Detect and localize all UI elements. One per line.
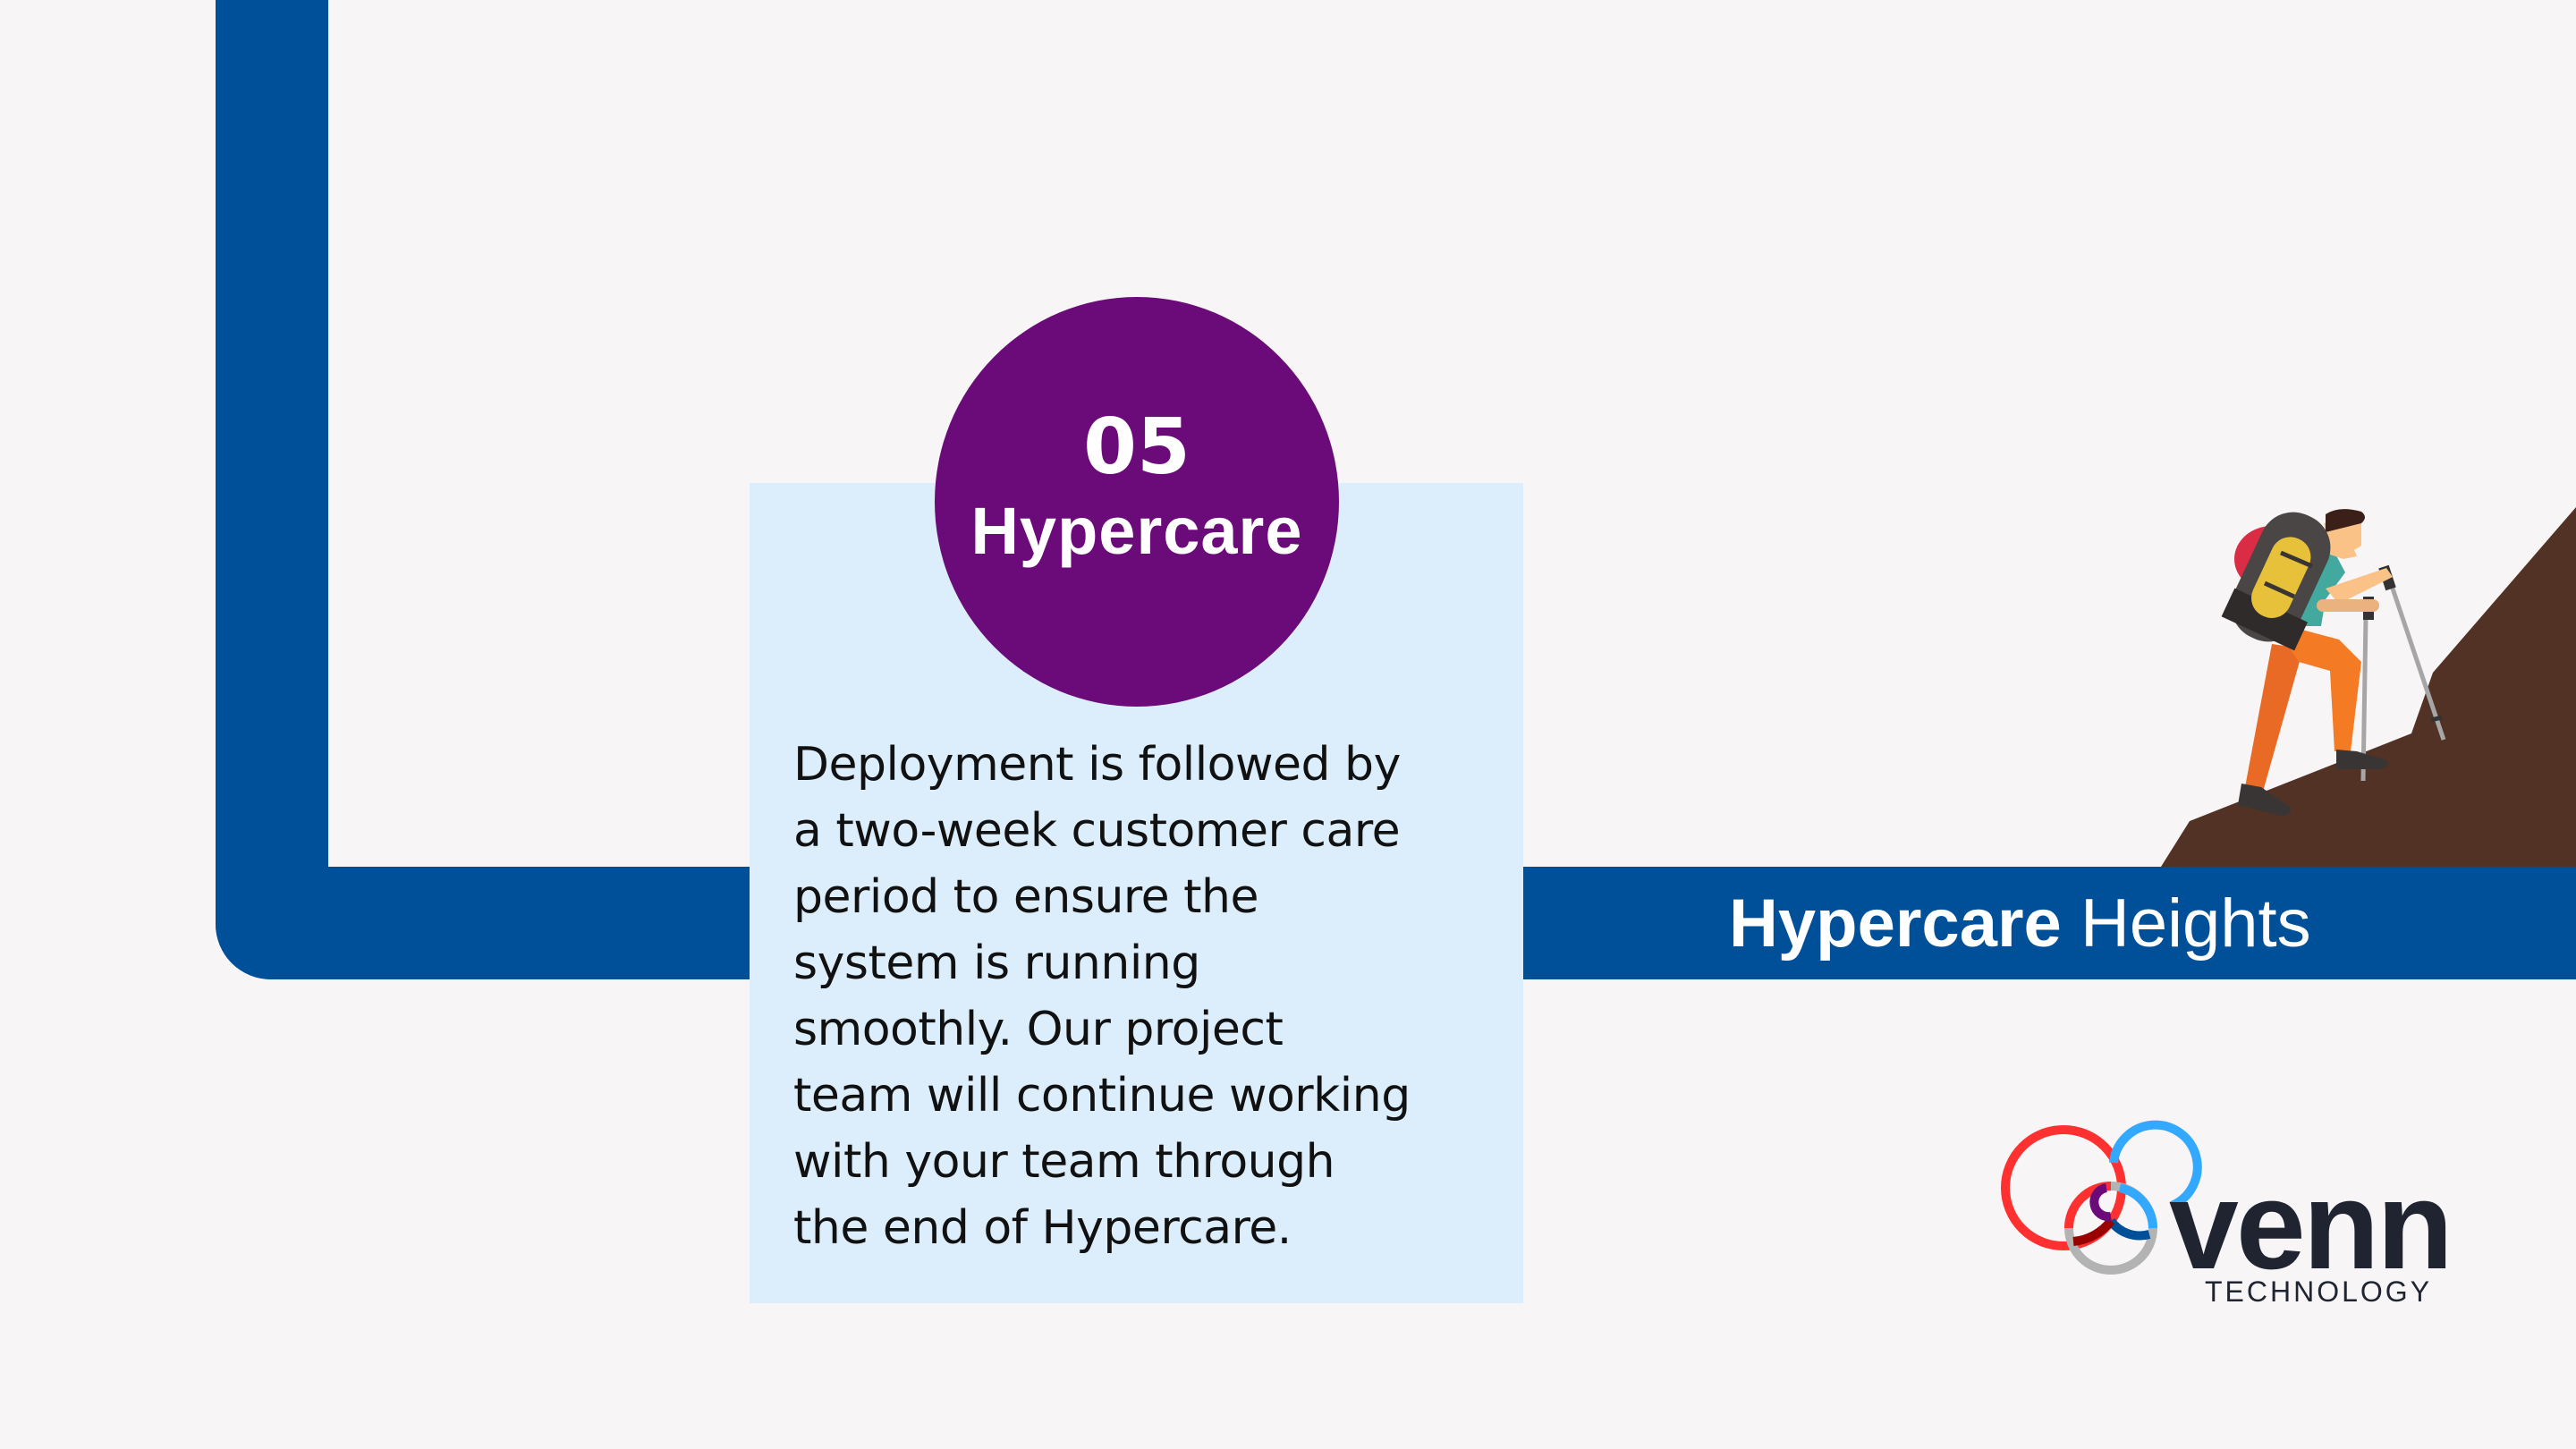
hiker-illustration-icon: [2221, 509, 2446, 816]
timeline-path-horizontal-right: [1521, 867, 2576, 979]
step-badge: 05 Hypercare: [935, 297, 1339, 707]
step-label: Hypercare: [970, 494, 1303, 568]
venn-circles-icon: [2001, 1120, 2202, 1275]
logo-wordmark: venn: [2169, 1155, 2453, 1295]
step-number: 05: [1083, 402, 1191, 492]
timeline-path-vertical: [216, 0, 328, 979]
timeline-path-horizontal-left: [216, 867, 752, 979]
description-text: Deployment is followed by a two-week cus…: [793, 738, 1411, 1255]
logo-tagline: TECHNOLOGY: [2205, 1275, 2433, 1308]
band-title-bold: Hypercare: [1729, 885, 2062, 962]
band-title-regular: Heights: [2080, 885, 2311, 962]
band-title: Hypercare Heights: [1521, 867, 2576, 979]
